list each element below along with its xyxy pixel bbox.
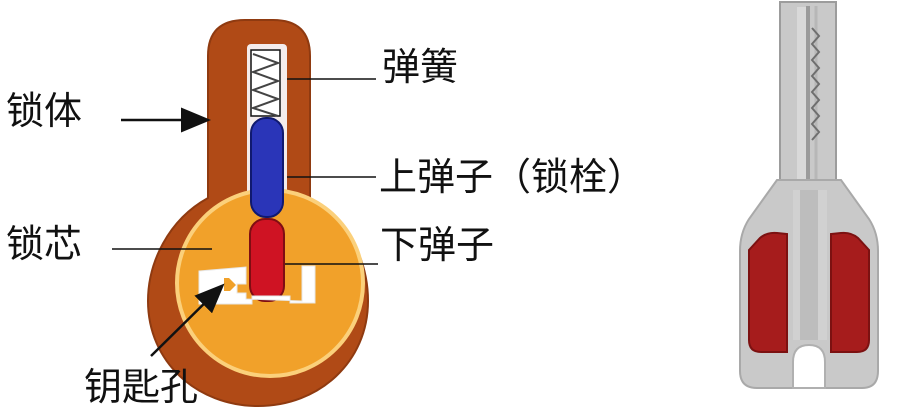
keyhole-arrow bbox=[150, 283, 225, 357]
key-illustration bbox=[739, 1, 879, 389]
spring-label: 弹簧 bbox=[382, 45, 459, 89]
lock-core-label: 锁芯 bbox=[6, 222, 83, 266]
key-blade bbox=[779, 1, 837, 223]
keyhole-label: 钥匙孔 bbox=[84, 365, 199, 409]
upper-pin bbox=[250, 117, 284, 218]
lower-pin bbox=[249, 218, 285, 302]
spring bbox=[249, 49, 281, 117]
key-cutouts bbox=[748, 231, 870, 353]
lock-body-label: 锁体 bbox=[6, 89, 83, 133]
upper-pin-label: 上弹子（锁栓） bbox=[379, 155, 646, 199]
callout-lines bbox=[112, 78, 378, 357]
keyhole bbox=[198, 265, 316, 305]
key-hole bbox=[792, 343, 826, 389]
lower-pin-label: 下弹子 bbox=[380, 223, 495, 267]
